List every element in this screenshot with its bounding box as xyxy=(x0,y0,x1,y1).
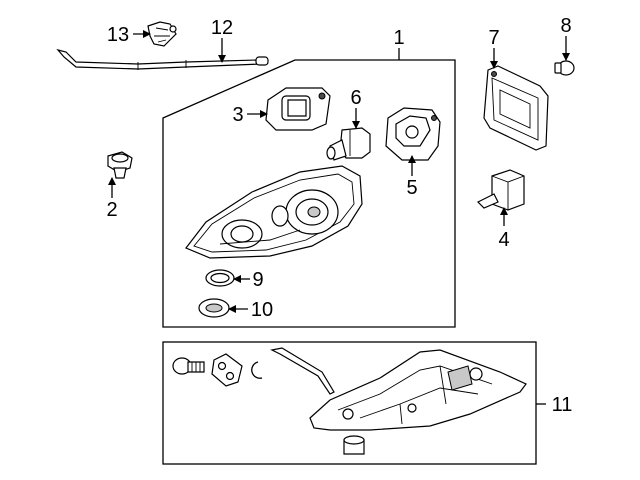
small-bulb-part xyxy=(554,60,575,76)
grommet-part xyxy=(198,298,230,318)
callout-5: 5 xyxy=(406,177,417,199)
callout-11: 11 xyxy=(552,394,573,416)
bracket-nut-part xyxy=(343,435,365,455)
callout-1: 1 xyxy=(393,27,404,49)
xenon-bulb-part xyxy=(476,169,525,211)
clip-ring-part xyxy=(251,361,263,379)
headlight-bulb-part xyxy=(326,127,371,161)
callout-9: 9 xyxy=(252,269,263,291)
callout-10: 10 xyxy=(251,299,273,321)
callout-2: 2 xyxy=(106,199,117,221)
harness-clip-part xyxy=(147,21,177,47)
bulb-cover-part xyxy=(265,87,331,131)
headlamp-body-part xyxy=(185,165,363,259)
bracket-plate-part xyxy=(211,353,243,387)
support-rod-part xyxy=(270,347,335,395)
callout-7: 7 xyxy=(488,27,499,49)
mounting-bracket-part xyxy=(309,349,527,431)
seal-ring-part xyxy=(205,269,235,287)
headlamp-assembly-box xyxy=(162,59,456,328)
callout-8: 8 xyxy=(560,15,571,37)
bolt-part xyxy=(172,357,205,375)
leader-lines xyxy=(108,30,570,405)
callout-4: 4 xyxy=(498,229,509,251)
callout-3: 3 xyxy=(232,104,243,126)
callout-12: 12 xyxy=(211,17,233,39)
adjuster-bolt-part xyxy=(107,151,133,179)
control-module-part xyxy=(483,65,549,151)
rear-cover-part xyxy=(385,107,441,161)
wiring-harness-part xyxy=(56,48,269,70)
callout-13: 13 xyxy=(107,24,129,46)
mounting-kit-box xyxy=(162,341,537,465)
callout-labels: 1 2 3 4 5 6 7 8 9 10 11 12 13 xyxy=(106,15,572,416)
callout-6: 6 xyxy=(350,87,361,109)
